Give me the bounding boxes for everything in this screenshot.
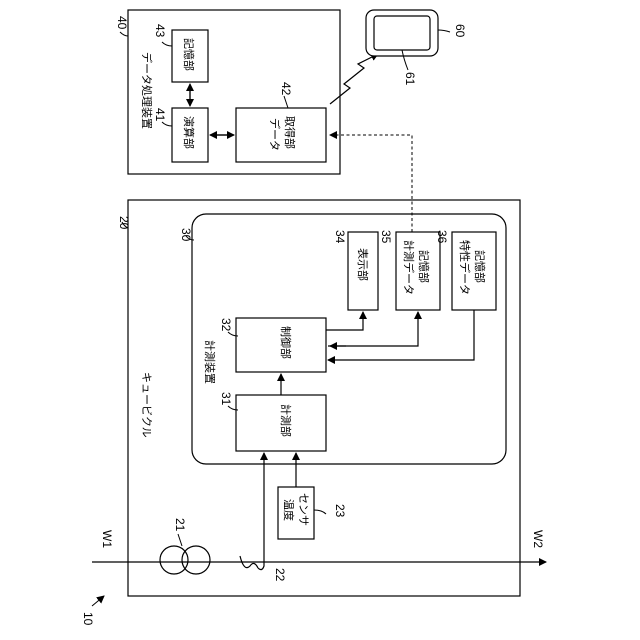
- ref-system: 10: [81, 612, 95, 626]
- cubicle-label: キュービクル: [140, 372, 153, 438]
- ref-terminal: 60: [453, 24, 467, 38]
- ref-flow-meter: 21: [173, 518, 187, 532]
- computing-unit-label: 演算部: [182, 116, 196, 149]
- ref-storage-unit: 43: [153, 24, 167, 38]
- ref-cubicle: 20: [117, 216, 131, 230]
- data-acquisition-label-2: 取得部: [283, 116, 297, 149]
- storage-unit-label: 記憶部: [182, 38, 196, 71]
- measured-data-storage-label-1: 計測データ: [402, 240, 416, 295]
- temp-sensor-label-1: 温度: [282, 499, 296, 521]
- outlet-label: W2: [531, 530, 545, 548]
- temp-sensor-label-2: センサ: [297, 493, 310, 526]
- terminal-screen: [374, 16, 430, 50]
- ref-measuring-unit: 31: [219, 392, 233, 406]
- measuring-unit-label: 計測部: [279, 404, 293, 437]
- inlet-label: W1: [100, 530, 114, 548]
- data-processing-device-label: データ処理装置: [140, 52, 154, 129]
- control-unit-label: 制御部: [279, 326, 293, 359]
- ref-measured-data-storage: 35: [379, 230, 393, 244]
- ref-sensor22: 22: [273, 568, 287, 582]
- characteristic-data-storage-label-2: 記憶部: [473, 250, 487, 283]
- leader-terminal: [438, 30, 450, 32]
- ref-data-acquisition: 42: [279, 82, 293, 96]
- data-acquisition-label-1: データ: [268, 118, 282, 151]
- ref-computing-unit: 41: [153, 108, 167, 122]
- ref-characteristic-data-storage: 36: [435, 230, 449, 244]
- ref-display-unit: 34: [333, 230, 347, 244]
- measuring-device-label: 計測装置: [203, 340, 217, 384]
- ref-control-unit: 32: [219, 318, 233, 332]
- ref-terminal-screen: 61: [403, 72, 417, 86]
- measured-data-storage-label-2: 記憶部: [417, 250, 431, 283]
- leader-data-processing-device: [120, 32, 128, 36]
- ref-temp-sensor: 23: [333, 504, 347, 518]
- arrow-system: [92, 596, 104, 606]
- ref-data-processing-device: 40: [115, 16, 129, 30]
- display-unit-label: 表示部: [356, 248, 370, 281]
- characteristic-data-storage-label-1: 特性データ: [458, 240, 472, 295]
